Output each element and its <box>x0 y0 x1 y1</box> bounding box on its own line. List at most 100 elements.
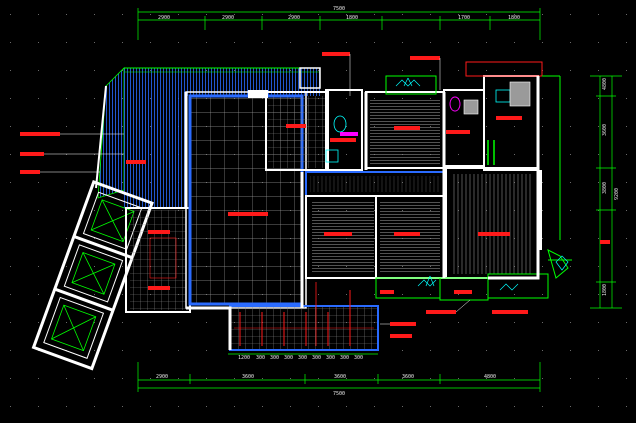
grid-dot <box>570 238 571 239</box>
toilet-icon <box>449 96 461 112</box>
grid-dot <box>122 42 123 43</box>
bottom-detail-3: 300 <box>270 355 279 361</box>
grid-dot <box>10 98 11 99</box>
right-segment-2: 3600 <box>602 124 608 136</box>
room-label <box>410 56 440 60</box>
grid-dot <box>94 322 95 323</box>
grid-dot <box>486 154 487 155</box>
grid-dot <box>598 70 599 71</box>
grid-dot <box>150 14 151 15</box>
top-segment-1: 2900 <box>158 15 170 21</box>
grid-dot <box>514 126 515 127</box>
grid-dot <box>178 14 179 15</box>
grid-dot <box>598 98 599 99</box>
room-label <box>426 310 456 314</box>
bottom-segment-2: 3600 <box>242 374 254 380</box>
room-label <box>126 160 146 164</box>
grid-dot <box>346 70 347 71</box>
grid-dot <box>38 98 39 99</box>
grid-dot <box>402 42 403 43</box>
grid-dot <box>262 14 263 15</box>
grid-dot <box>66 98 67 99</box>
grid-dot <box>374 406 375 407</box>
grid-dot <box>94 406 95 407</box>
bottom-balcony <box>229 282 379 351</box>
room-label <box>394 126 420 130</box>
right-dimension-chain <box>590 75 622 309</box>
plant-icon <box>499 283 519 291</box>
grid-dot <box>290 14 291 15</box>
grid-dot <box>514 406 515 407</box>
right-overall-dimension: 9200 <box>614 188 620 200</box>
grid-dot <box>626 42 627 43</box>
room-label <box>492 310 528 314</box>
grid-dot <box>94 70 95 71</box>
grid-dot <box>10 322 11 323</box>
grid-dot <box>38 406 39 407</box>
grid-dot <box>514 14 515 15</box>
room-label <box>390 334 412 338</box>
grid-dot <box>38 322 39 323</box>
grid-dot <box>542 322 543 323</box>
grid-dot <box>402 70 403 71</box>
grid-dot <box>570 266 571 267</box>
grid-dot <box>94 210 95 211</box>
grid-dot <box>514 322 515 323</box>
grid-dot <box>94 154 95 155</box>
leader-lines <box>40 54 471 325</box>
grid-dot <box>542 42 543 43</box>
grid-dot <box>38 378 39 379</box>
grid-dot <box>430 294 431 295</box>
grid-dot <box>570 294 571 295</box>
grid-dot <box>94 350 95 351</box>
grid-dot <box>38 42 39 43</box>
grid-dot <box>626 350 627 351</box>
grid-dot <box>514 350 515 351</box>
sink-icon <box>495 89 511 103</box>
grid-dot <box>10 42 11 43</box>
elevator-car-3 <box>43 296 105 359</box>
grid-dot <box>570 98 571 99</box>
grid-dot <box>150 42 151 43</box>
grid-dot <box>542 210 543 211</box>
outer-walls <box>184 76 540 350</box>
grid-dot <box>346 14 347 15</box>
right-segment-3: 3800 <box>602 182 608 194</box>
grid-dot <box>542 238 543 239</box>
grid-dot <box>206 378 207 379</box>
grid-dot <box>626 378 627 379</box>
grid-dot <box>598 294 599 295</box>
grid-dot <box>402 350 403 351</box>
grid-dot <box>458 322 459 323</box>
grid-dot <box>262 42 263 43</box>
grid-dot <box>94 126 95 127</box>
grid-dot <box>94 42 95 43</box>
grid-dot <box>66 266 67 267</box>
grid-dot <box>66 406 67 407</box>
grid-dot <box>122 238 123 239</box>
grid-dot <box>318 14 319 15</box>
grid-dot <box>374 294 375 295</box>
room-label <box>496 116 522 120</box>
grid-dot <box>178 378 179 379</box>
bottom-overall-dimension: 7500 <box>333 391 345 397</box>
grid-dot <box>514 42 515 43</box>
grid-dot <box>234 14 235 15</box>
grid-dot <box>542 182 543 183</box>
bottom-segment-4: 3600 <box>402 374 414 380</box>
grid-dot <box>570 210 571 211</box>
grid-dot <box>206 406 207 407</box>
grid-dot <box>10 210 11 211</box>
grid-dot <box>206 14 207 15</box>
grid-dot <box>66 378 67 379</box>
grid-dot <box>150 322 151 323</box>
bottom-detail-2: 300 <box>256 355 265 361</box>
room-label <box>330 138 356 142</box>
grid-dot <box>38 266 39 267</box>
grid-dot <box>10 294 11 295</box>
grid-dot <box>318 378 319 379</box>
grid-dot <box>374 14 375 15</box>
bedroom-lower-left <box>305 195 377 279</box>
grid-dot <box>570 70 571 71</box>
grid-dot <box>66 70 67 71</box>
